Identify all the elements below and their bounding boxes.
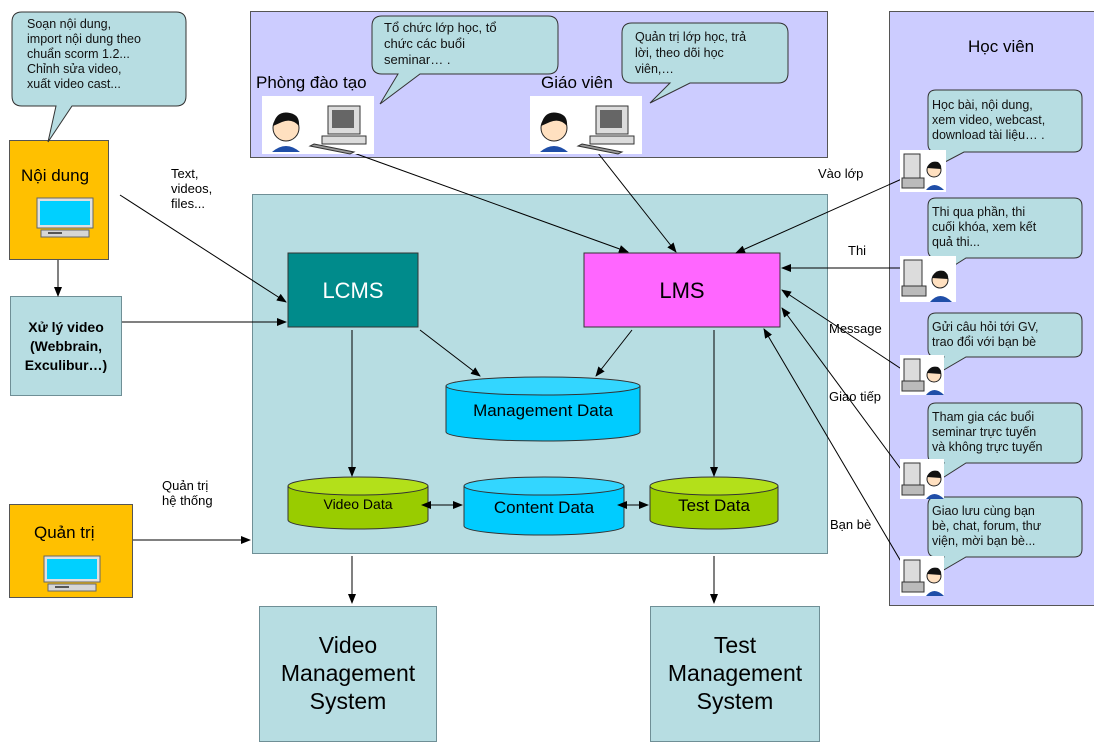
callout-hocvien-5-text: Giao lưu cùng bạn bè, chat, forum, thư v… (932, 504, 1042, 548)
callout-giaovien-text: Quản trị lớp học, trả lời, theo dõi học … (635, 30, 747, 76)
callout-giaovien (621, 22, 789, 104)
message-label: Message (829, 321, 882, 336)
arrow-text-lcms (119, 194, 287, 303)
video-management-system-label: Video Management System (280, 632, 416, 714)
callout-hocvien-3 (927, 312, 1083, 379)
test-data-label: Test Data (678, 496, 750, 515)
student-icon-1 (900, 150, 946, 192)
management-data-db (445, 376, 641, 442)
management-data-label: Management Data (473, 401, 613, 420)
student-icon-5 (900, 556, 944, 596)
arrow-giaotiep (781, 307, 907, 477)
lcms-box (287, 252, 419, 328)
hoc-vien-title: Học viên (968, 37, 1035, 56)
xu-ly-video-box (10, 296, 122, 396)
monitor-icon-quantri (43, 555, 101, 592)
user-computer-icon-phong (262, 96, 374, 155)
monitor-icon-noidung (36, 197, 94, 238)
arrow-phong-lms (339, 147, 629, 253)
vao-lop-label: Vào lớp (818, 166, 864, 181)
callout-phong-text: Tổ chức lớp học, tổ chức các buổi semina… (384, 20, 497, 67)
arrow-vaolop (735, 177, 905, 254)
lms-label: LMS (659, 278, 705, 303)
callout-hocvien-2-text: Thi qua phần, thi cuối khóa, xem kết quả… (932, 205, 1037, 249)
quan-tri-he-thong-label: Quản trị hệ thống (162, 478, 213, 508)
student-icon-3 (900, 355, 944, 395)
callout-noidung (11, 11, 187, 143)
test-management-system-box (650, 606, 820, 742)
content-data-label: Content Data (493, 498, 595, 517)
ban-be-label: Bạn bè (830, 517, 872, 532)
test-management-system-label: Test Management System (667, 632, 803, 714)
callout-noidung-text: Soạn nội dung, import nội dung theo chuẩ… (27, 17, 141, 91)
phong-dao-tao-label: Phòng đào tạo (256, 73, 367, 92)
giao-vien-label: Giáo viên (541, 73, 613, 92)
video-data-db (287, 476, 429, 530)
video-data-label: Video Data (323, 496, 393, 512)
content-data-db (463, 476, 625, 536)
callout-hocvien-4 (927, 402, 1083, 487)
student-icon-4 (900, 459, 944, 499)
text-videos-files-label: Text, videos, files... (171, 166, 213, 211)
video-management-system-box (259, 606, 437, 742)
callout-hocvien-5 (927, 496, 1083, 579)
lcms-label: LCMS (322, 278, 384, 303)
user-computer-icon-giaovien (530, 96, 642, 155)
arrow-lcms-mgmt (419, 329, 481, 377)
giao-tiep-label: Giao tiếp (829, 389, 882, 404)
lms-box (583, 252, 781, 328)
noi-dung-label: Nội dung (21, 166, 90, 185)
callout-phong (371, 15, 559, 105)
test-data-db (649, 476, 779, 530)
arrow-banbe (763, 328, 907, 571)
callout-hocvien-4-text: Tham gia các buổi seminar trực tuyến và … (932, 410, 1043, 454)
arrow-giaovien-lms (593, 147, 677, 253)
arrow-lms-mgmt (595, 329, 633, 377)
callout-hocvien-3-text: Gửi câu hỏi tới GV, trao đổi với bạn bè (932, 320, 1039, 349)
student-icon-2 (900, 256, 956, 302)
arrow-message (781, 289, 907, 373)
quan-tri-label: Quản trị (34, 523, 95, 542)
thi-label: Thi (848, 243, 867, 258)
xu-ly-video-label: Xử lý video (Webbrain, Exculibur…) (24, 319, 108, 373)
callout-hocvien-1-text: Học bài, nội dung, xem video, webcast, d… (932, 98, 1046, 142)
